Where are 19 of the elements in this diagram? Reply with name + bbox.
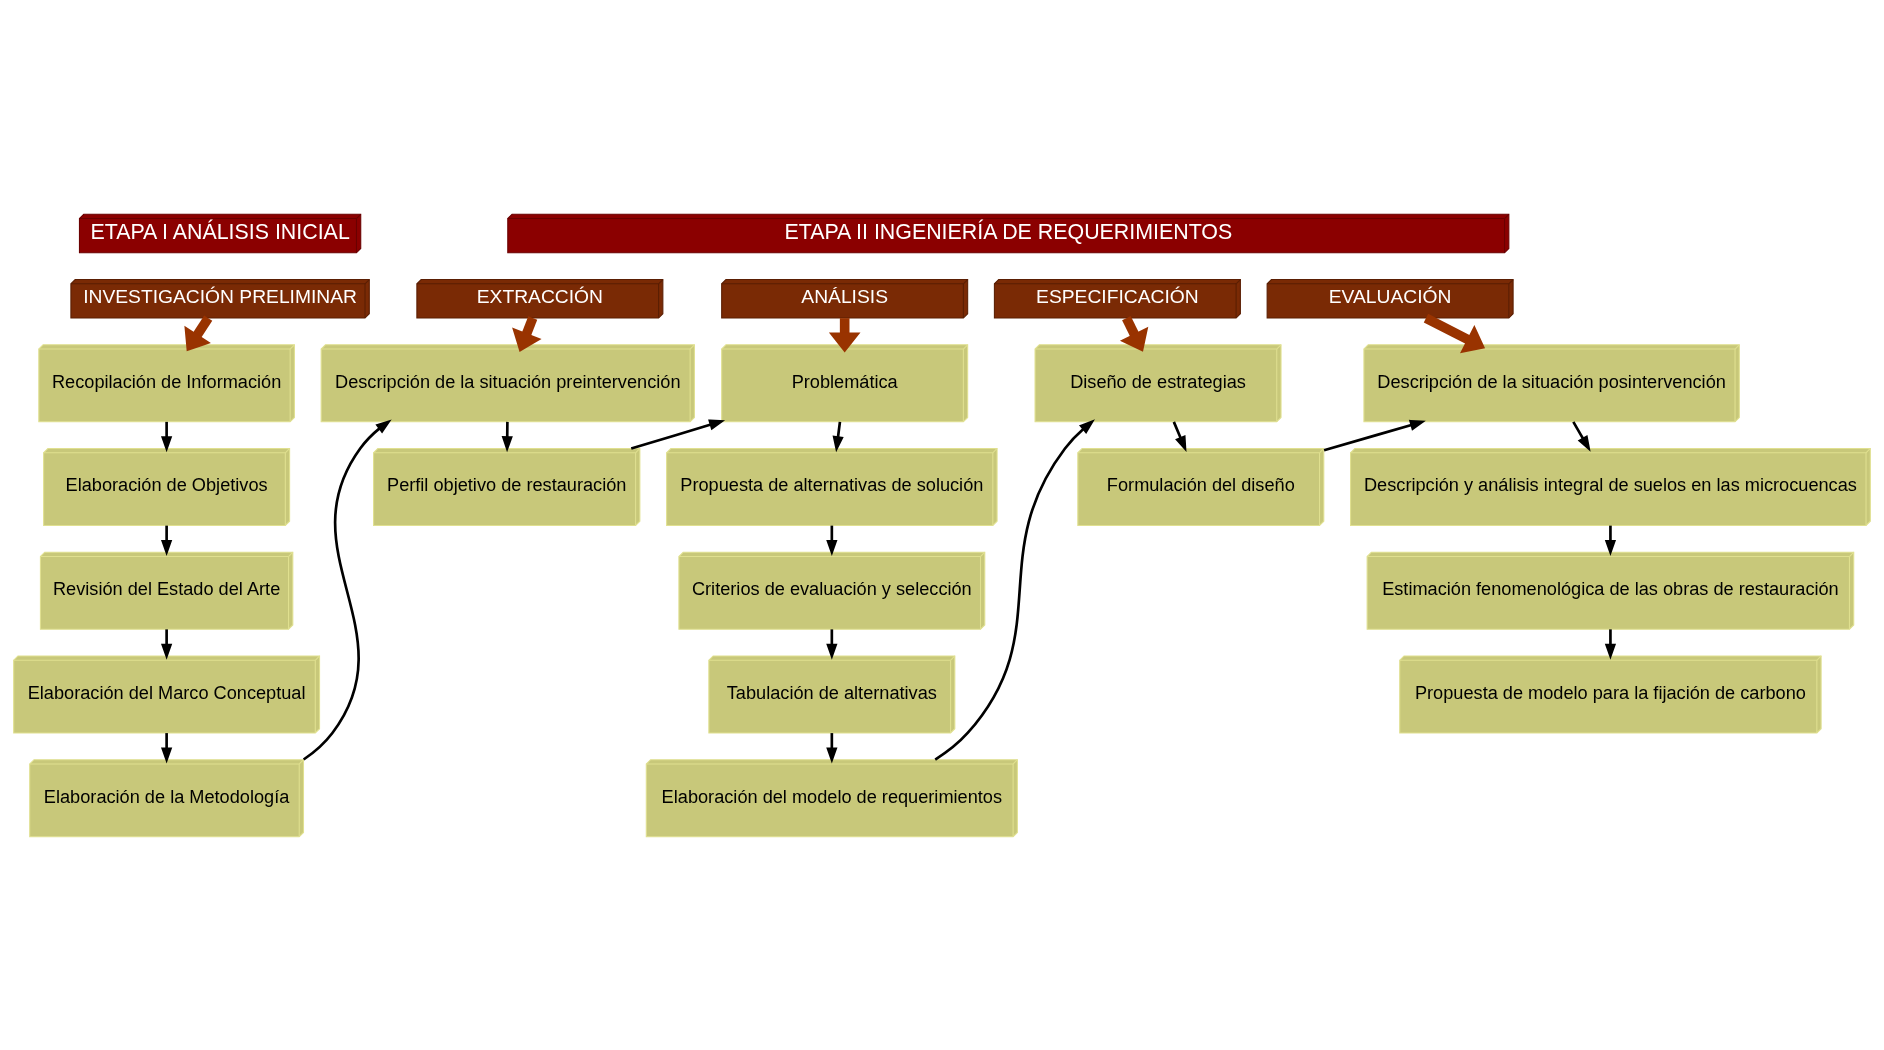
arrow [828, 317, 861, 352]
arrow [1323, 419, 1426, 451]
arrow [501, 421, 513, 452]
arrow [934, 418, 1095, 761]
arrow [184, 315, 213, 351]
arrow [630, 419, 726, 450]
arrow [1604, 525, 1617, 556]
arrow [1119, 315, 1149, 352]
arrow [1172, 420, 1187, 452]
arrow [161, 421, 173, 452]
arrow [1572, 420, 1591, 452]
arrow [161, 525, 173, 556]
arrow [161, 628, 173, 660]
arrow [302, 418, 392, 761]
arrow [1423, 313, 1486, 353]
arrow [161, 732, 173, 763]
arrow [1604, 628, 1617, 660]
arrow [512, 315, 542, 352]
arrow [832, 421, 844, 452]
